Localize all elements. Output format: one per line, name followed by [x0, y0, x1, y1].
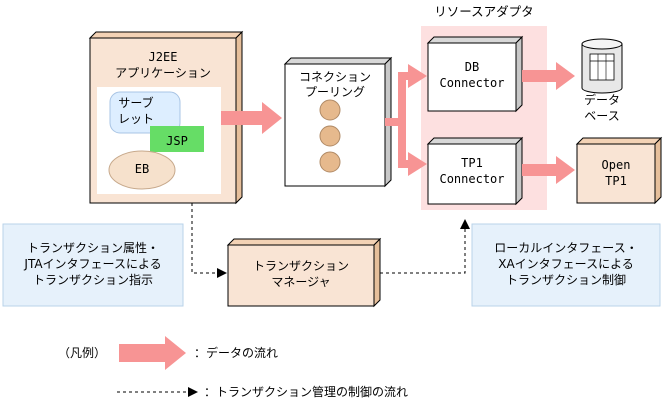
open-tp1-box — [575, 136, 663, 205]
pool-connection-circle — [319, 151, 341, 173]
transaction-manager-line2: マネージャ — [271, 275, 331, 289]
connection-pooling-line1: コネクション — [298, 70, 371, 84]
note-right-line2: XAインタフェースによる — [498, 257, 634, 271]
note-right-line3: トランザクション制御 — [505, 273, 626, 287]
db-connector-line2: Connector — [439, 76, 505, 90]
note-right-box — [471, 223, 661, 307]
jsp-label: JSP — [166, 134, 188, 148]
transaction-manager-line1: トランザクション — [252, 259, 349, 273]
note-left-box — [2, 223, 184, 307]
legend-control-flow-label: ：トランザクション管理の制御の流れ — [204, 385, 409, 399]
transaction-manager-box — [226, 237, 382, 308]
legend-data-flow-arrow — [119, 336, 186, 370]
tp1-connector-line2: Connector — [439, 172, 505, 186]
servlet-label-line2: レット — [117, 112, 154, 126]
database-label-line1: データ — [583, 93, 620, 107]
transaction-control-arrow — [380, 219, 470, 274]
transaction-control-arrow — [191, 203, 227, 278]
data-flow-arrow — [522, 156, 575, 184]
jsp-box — [150, 126, 204, 152]
connection-pooling-line2: プーリング — [304, 85, 365, 99]
db-connector-box — [426, 35, 524, 113]
note-right-line1: ローカルインタフェース・ — [494, 241, 638, 255]
pool-connection-circle — [319, 99, 341, 121]
pool-connection-circle — [319, 125, 341, 147]
tp1-connector-line1: TP1 — [461, 156, 483, 170]
note-left-line1: トランザクション属性・ — [26, 241, 159, 255]
j2ee-title-line2: アプリケーション — [115, 66, 211, 80]
eb-ellipse — [108, 150, 176, 190]
connection-pooling-box — [283, 56, 393, 188]
data-flow-arrow — [221, 102, 282, 134]
database-cylinder-icon — [581, 38, 623, 94]
data-flow-arrow — [385, 64, 427, 176]
legend-title: （凡例） — [58, 346, 107, 360]
db-connector-line1: DB — [464, 60, 480, 74]
open-tp1-line1: Open — [601, 158, 631, 172]
legend-data-flow-label: ：データの流れ — [194, 346, 279, 360]
note-left-line3: トランザクション指示 — [32, 273, 153, 287]
data-flow-arrow — [522, 62, 575, 90]
j2ee-title-line1: J2EE — [148, 50, 178, 64]
servlet-label-line1: サーブ — [118, 96, 154, 110]
note-left-line2: JTAインタフェースによる — [24, 257, 162, 271]
tp1-connector-box — [426, 136, 524, 206]
eb-label: EB — [134, 162, 150, 176]
resource-adapter-title: リソースアダプタ — [434, 4, 534, 19]
database-label-line2: ベース — [584, 109, 620, 123]
servlet-box — [109, 91, 181, 134]
open-tp1-line2: TP1 — [605, 174, 627, 188]
